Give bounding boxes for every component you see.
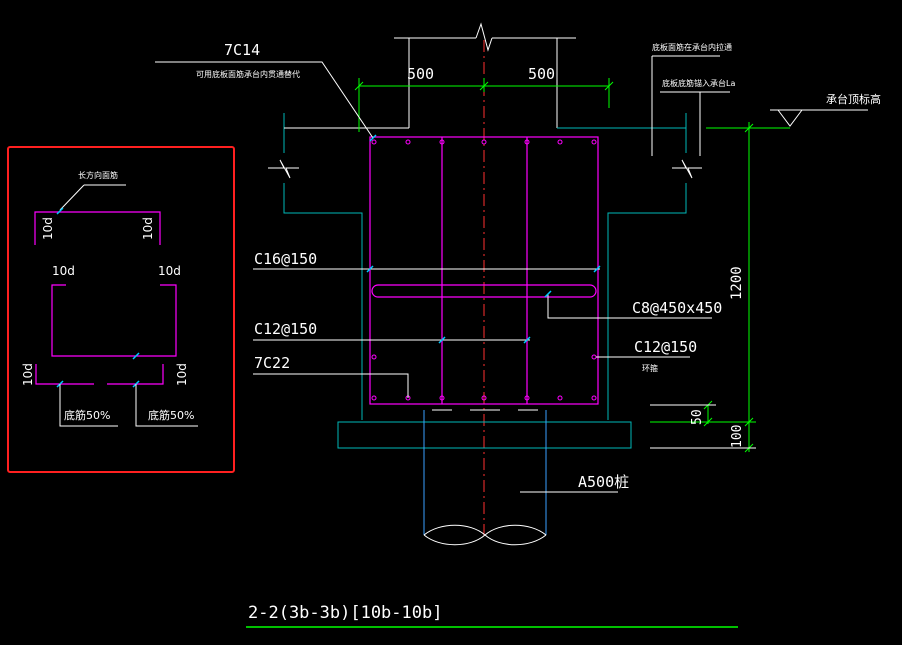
top-bar-note: 可用底板面筋承台内贯通替代 (196, 69, 300, 79)
side-bar-label: C16@150 (254, 250, 317, 268)
slab-break-lines (268, 159, 702, 179)
top-bar-leader (155, 61, 374, 139)
detail-dim-10d-3: 10d (52, 264, 75, 278)
elevation-marker (770, 109, 868, 127)
rebar-dots (371, 139, 597, 401)
stirrup-label: C8@450x450 (632, 299, 722, 317)
detail-dim-10d-2: 10d (141, 217, 155, 240)
right-dim-ext (650, 404, 756, 449)
pile-break (423, 524, 547, 546)
detail-dim-10d-1: 10d (41, 217, 55, 240)
section-title: 2-2(3b-3b)[10b-10b] (248, 603, 442, 623)
detail-dim-10d-4: 10d (158, 264, 181, 278)
detail-dim-10d-5: 10d (21, 363, 35, 386)
side-bar-tick-r (593, 265, 601, 273)
detail-top-leader (59, 184, 85, 211)
detail-top-tick (56, 207, 64, 215)
mid-bar-label: C12@150 (254, 320, 317, 338)
dim-50: 50 (690, 409, 705, 425)
rebar-cage (369, 136, 599, 405)
top-bar-label: 7C14 (224, 41, 260, 59)
detail-highlight-box (7, 146, 235, 473)
elevation-label: 承台顶标高 (826, 92, 881, 106)
stirrup-tick (544, 290, 552, 298)
dim-right-500: 500 (528, 65, 555, 83)
detail-top-label: 长方向面筋 (78, 170, 118, 180)
dim-left-500: 500 (407, 65, 434, 83)
ring-bar-note: 环箍 (642, 363, 658, 373)
top-right-note-2: 底板底筋锚入承台La (662, 78, 735, 88)
mid-bar-tick-1 (438, 336, 446, 344)
bottom-bar-leader (253, 373, 409, 398)
detail-bl-leader (59, 384, 118, 427)
mid-bar-tick-2 (523, 336, 531, 344)
detail-bottom-right-label: 底筋50% (148, 408, 194, 422)
stirrup-leader (547, 294, 712, 319)
detail-bottom-left-label: 底筋50% (64, 408, 110, 422)
bottom-bar-label: 7C22 (254, 354, 290, 372)
detail-dim-10d-6: 10d (175, 363, 189, 386)
side-bar-tick-l (366, 265, 374, 273)
detail-mid-tick (132, 352, 140, 360)
dim-height-1200: 1200 (729, 266, 745, 300)
column-top-break (394, 22, 576, 128)
slab-outline (283, 113, 687, 449)
detail-bottom-split-rebar (35, 364, 164, 385)
ring-bar-label: C12@150 (634, 338, 697, 356)
pile-label: A500桩 (578, 473, 629, 491)
detail-top-rebar (34, 211, 161, 245)
dim-100: 100 (730, 425, 745, 448)
top-bar-tick (369, 134, 377, 142)
detail-br-leader (135, 384, 198, 427)
right-dimension (650, 122, 756, 453)
detail-bottom-rebar (51, 284, 177, 357)
top-right-note-1: 底板面筋在承台内拉通 (652, 42, 732, 52)
top-dimension (354, 78, 614, 132)
pile (423, 410, 547, 535)
